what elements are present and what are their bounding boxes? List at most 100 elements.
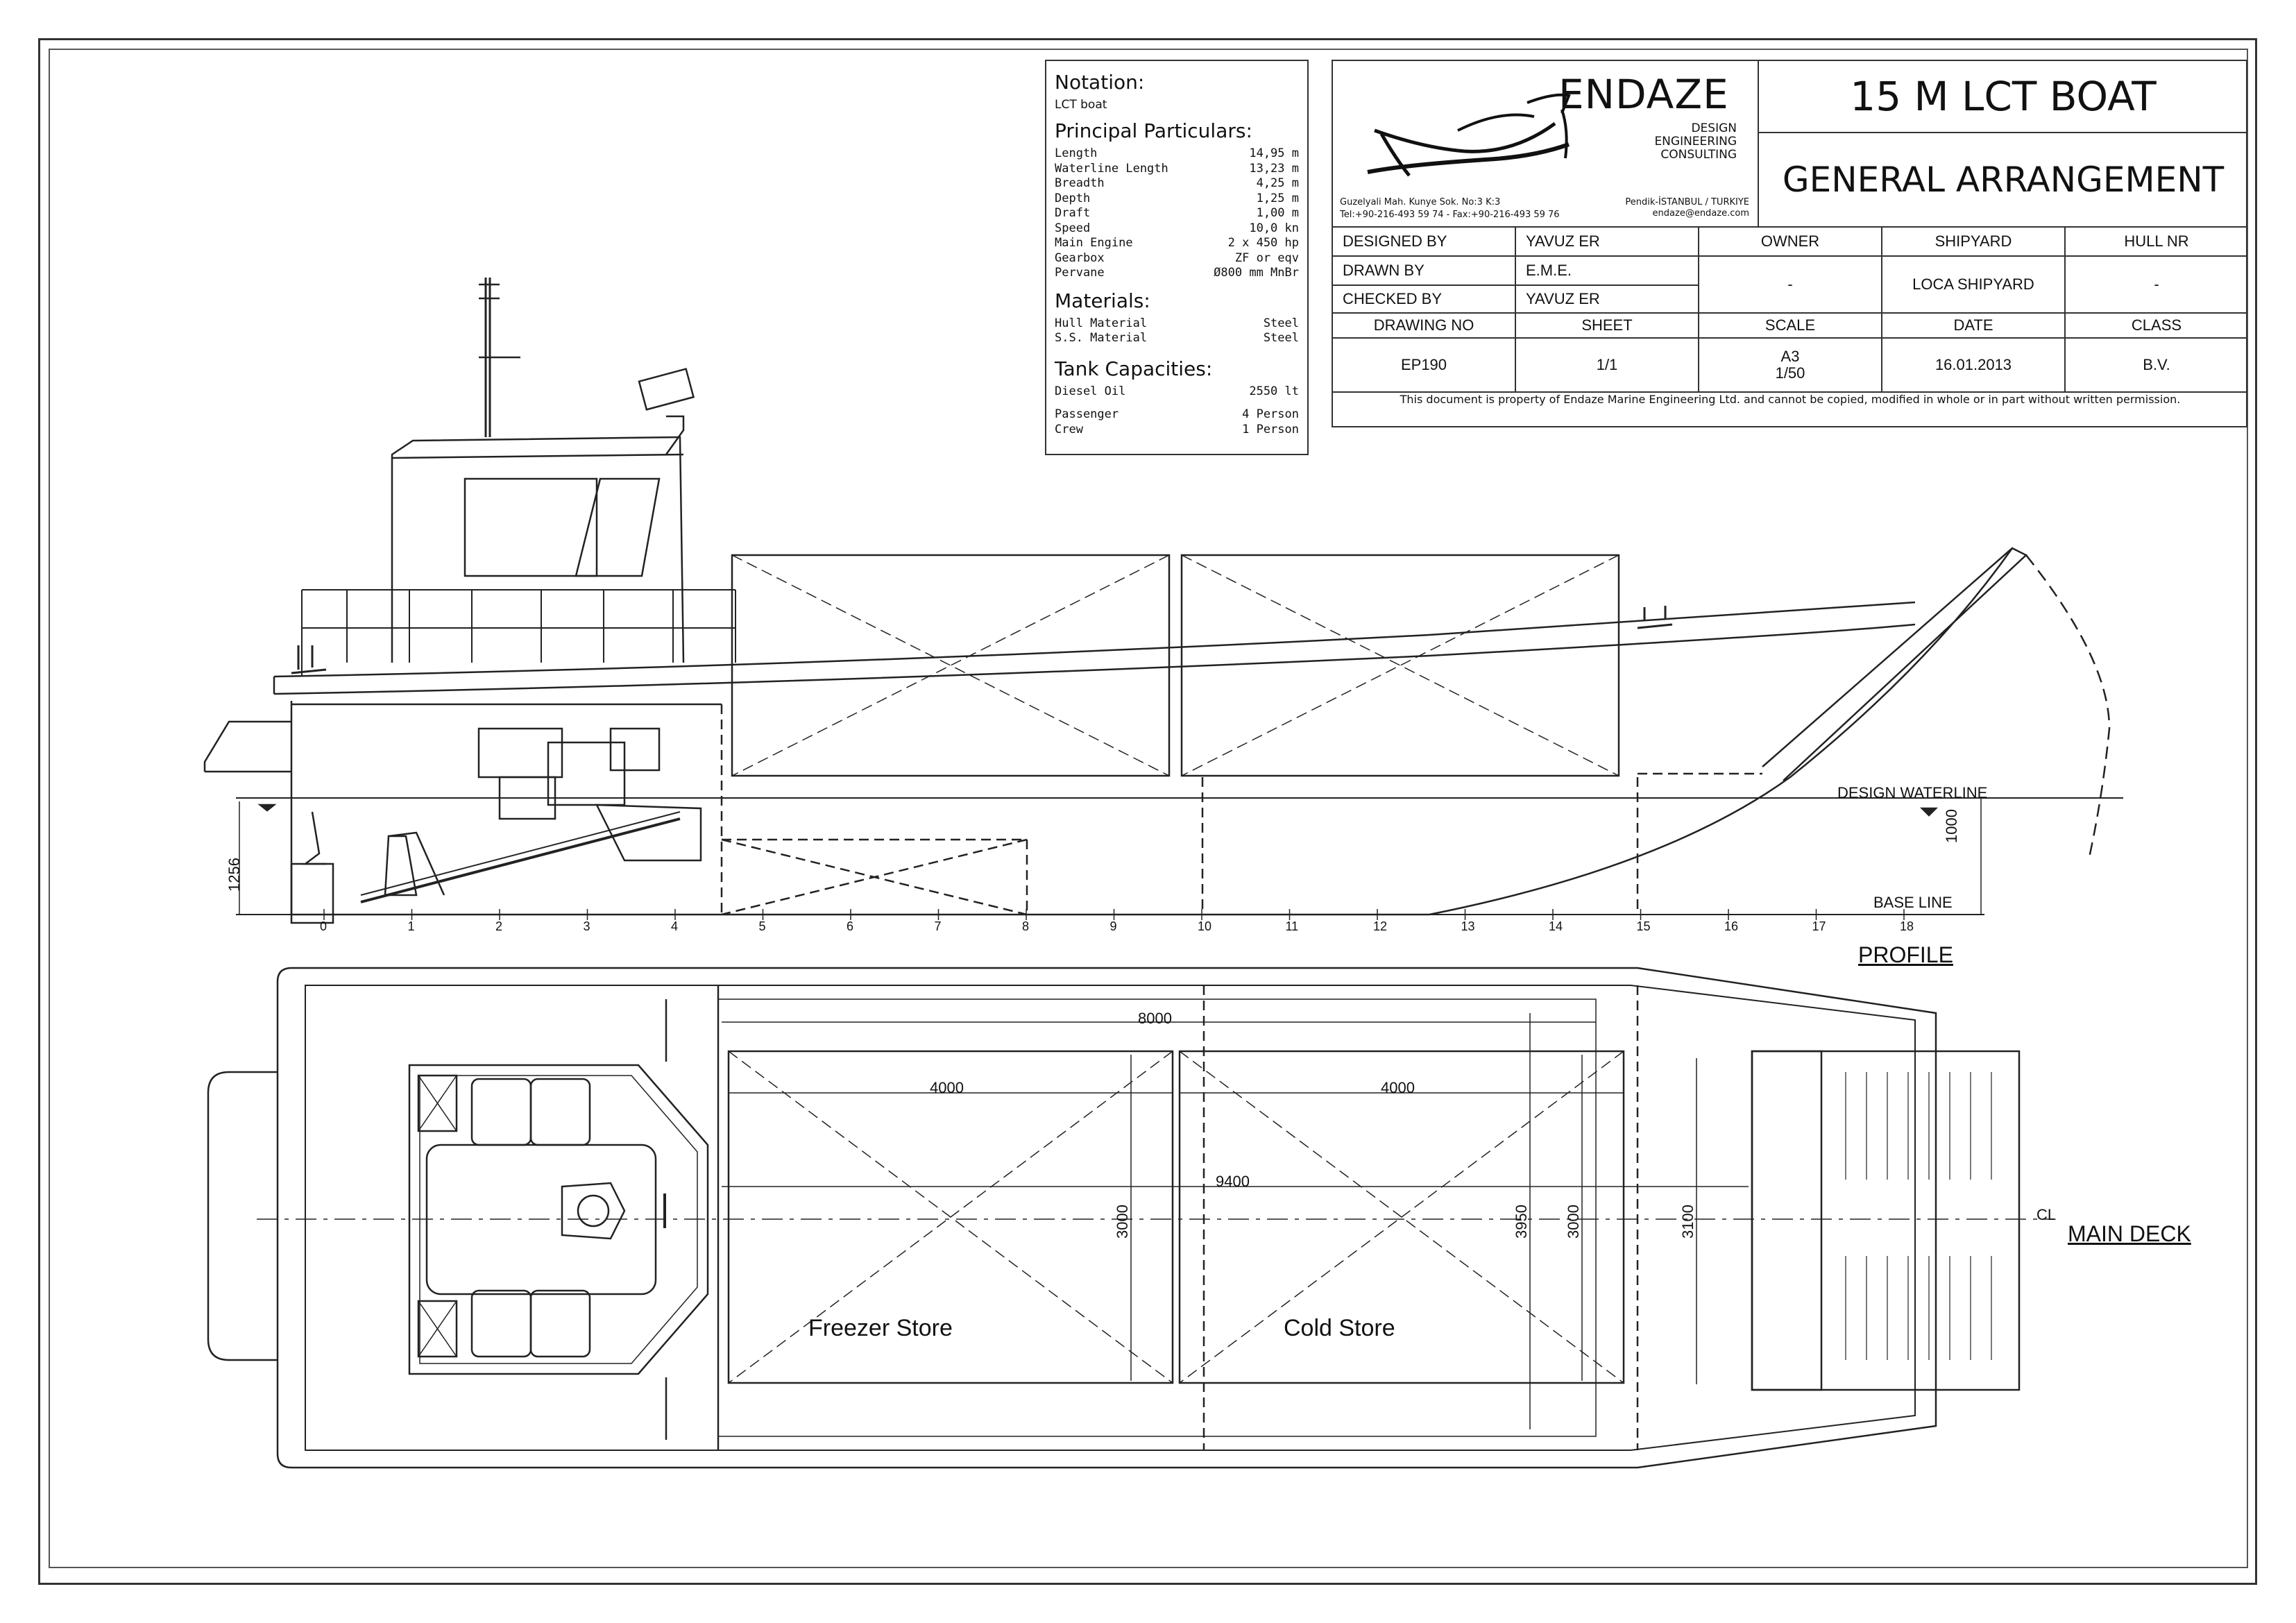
particular-row: Draft 1,00 m bbox=[1055, 206, 1299, 221]
email: endaze@endaze.com bbox=[1652, 208, 1749, 219]
dim-store-1: 4000 bbox=[930, 1079, 964, 1096]
centerline-symbol: CL bbox=[2036, 1206, 2057, 1223]
drawing-no-label: DRAWING NO bbox=[1333, 314, 1516, 339]
notation-box: Notation: LCT boat Principal Particulars… bbox=[1045, 60, 1309, 455]
dim-store-2: 4000 bbox=[1381, 1079, 1415, 1096]
notation-heading: Notation: bbox=[1055, 71, 1145, 94]
particular-value: ZF or eqv bbox=[1234, 250, 1299, 265]
tagline-engineering: ENGINEERING bbox=[1654, 135, 1737, 148]
particular-value: 13,23 m bbox=[1249, 161, 1299, 176]
particular-value: Ø800 mm MnBr bbox=[1214, 266, 1299, 280]
frame-number: 2 bbox=[495, 919, 503, 933]
particulars-heading: Principal Particulars: bbox=[1055, 119, 1252, 142]
particular-label: Breadth bbox=[1055, 176, 1105, 190]
particular-row: Gearbox ZF or eqv bbox=[1055, 251, 1299, 266]
draft-dimension: 1000 bbox=[1943, 809, 1960, 843]
dim-overall: 8000 bbox=[1138, 1010, 1172, 1027]
designed-by-value: YAVUZ ER bbox=[1516, 228, 1699, 257]
particular-label: Main Engine bbox=[1055, 236, 1133, 250]
drawing-no-value: EP190 bbox=[1333, 339, 1516, 393]
particular-value: 4,25 m bbox=[1256, 176, 1299, 190]
profile-view bbox=[203, 278, 2123, 924]
address-right: Pendik-İSTANBUL / TURKIYE bbox=[1625, 197, 1749, 207]
deck-view bbox=[207, 967, 2054, 1469]
boat-logo-icon bbox=[1367, 93, 1571, 177]
person-value: 4 Person bbox=[1242, 407, 1299, 421]
drawing-title: 15 M LCT BOAT bbox=[1759, 61, 2247, 133]
frame-number: 4 bbox=[671, 919, 679, 933]
frame-number: 15 bbox=[1636, 919, 1651, 933]
copyright-note: This document is property of Endaze Mari… bbox=[1400, 393, 2181, 406]
material-label: S.S. Material bbox=[1055, 331, 1148, 345]
phone-fax: Tel:+90-216-493 59 74 - Fax:+90-216-493 … bbox=[1340, 210, 1560, 220]
scale-value: A3 1/50 bbox=[1699, 339, 1882, 393]
inner-frame bbox=[49, 49, 2248, 1568]
freezer-store-label: Freezer Store bbox=[808, 1315, 953, 1341]
shipyard-label: SHIPYARD bbox=[1882, 228, 2066, 257]
particular-value: 1,00 m bbox=[1256, 206, 1299, 220]
class-label: CLASS bbox=[2066, 314, 2247, 339]
material-row: S.S. Material Steel bbox=[1055, 331, 1299, 346]
checked-by-label: CHECKED BY bbox=[1333, 286, 1516, 314]
title-block: ENDAZE DESIGN ENGINEERING CONSULTING Guz… bbox=[1332, 60, 2247, 427]
drawn-by-value: E.M.E. bbox=[1516, 257, 1699, 286]
drawn-by-label: DRAWN BY bbox=[1333, 257, 1516, 286]
owner-value: - bbox=[1699, 257, 1882, 314]
profile-label: PROFILE bbox=[1858, 942, 1953, 967]
tank-label: Diesel Oil bbox=[1055, 384, 1126, 398]
company-logo-area: ENDAZE DESIGN ENGINEERING CONSULTING Guz… bbox=[1333, 61, 1759, 228]
particular-label: Gearbox bbox=[1055, 250, 1105, 265]
scale-label: SCALE bbox=[1699, 314, 1882, 339]
frame-number: 12 bbox=[1373, 919, 1388, 933]
designed-by-label: DESIGNED BY bbox=[1333, 228, 1516, 257]
particular-value: 1,25 m bbox=[1256, 191, 1299, 205]
sheet-value: 1/1 bbox=[1516, 339, 1699, 393]
frame-number: 5 bbox=[758, 919, 766, 933]
particular-label: Length bbox=[1055, 146, 1098, 160]
date-label: DATE bbox=[1882, 314, 2066, 339]
outer-frame bbox=[38, 38, 2257, 1585]
frame-number: 0 bbox=[320, 919, 328, 933]
brand-name: ENDAZE bbox=[1558, 71, 1729, 118]
shipyard-value: LOCA SHIPYARD bbox=[1882, 257, 2066, 314]
hull-label: HULL NR bbox=[2066, 228, 2247, 257]
cold-store-label: Cold Store bbox=[1284, 1315, 1395, 1341]
hull-value: - bbox=[2066, 257, 2247, 314]
scale-ratio: 1/50 bbox=[1775, 364, 1805, 382]
particular-label: Draft bbox=[1055, 206, 1091, 220]
drawing-subtitle: GENERAL ARRANGEMENT bbox=[1759, 133, 2247, 228]
tanks-heading: Tank Capacities: bbox=[1055, 357, 1213, 380]
notation-value: LCT boat bbox=[1055, 98, 1107, 112]
dim-width-3: 3000 bbox=[1565, 1205, 1582, 1239]
base-line-label: BASE LINE bbox=[1873, 894, 1953, 911]
frame-number: 14 bbox=[1549, 919, 1563, 933]
material-value: Steel bbox=[1263, 331, 1299, 345]
frame-number: 3 bbox=[583, 919, 590, 933]
main-deck-label: MAIN DECK bbox=[2068, 1221, 2191, 1246]
material-label: Hull Material bbox=[1055, 316, 1148, 330]
frame-number: 17 bbox=[1812, 919, 1826, 933]
dim-width-2: 3950 bbox=[1513, 1205, 1530, 1239]
aft-dimension: 1256 bbox=[226, 858, 243, 892]
address-left: Guzelyali Mah. Kunye Sok. No:3 K:3 bbox=[1340, 197, 1501, 207]
person-label: Crew bbox=[1055, 422, 1083, 436]
particular-label: Speed bbox=[1055, 221, 1091, 235]
scale-paper: A3 bbox=[1780, 348, 1800, 365]
dim-width-1: 3000 bbox=[1114, 1205, 1131, 1239]
particular-value: 2 x 450 hp bbox=[1227, 236, 1299, 250]
dim-width-4: 3100 bbox=[1679, 1205, 1697, 1239]
tagline-design: DESIGN bbox=[1691, 121, 1737, 135]
tank-value: 2550 lt bbox=[1249, 384, 1299, 398]
frame-number: 8 bbox=[1022, 919, 1030, 933]
